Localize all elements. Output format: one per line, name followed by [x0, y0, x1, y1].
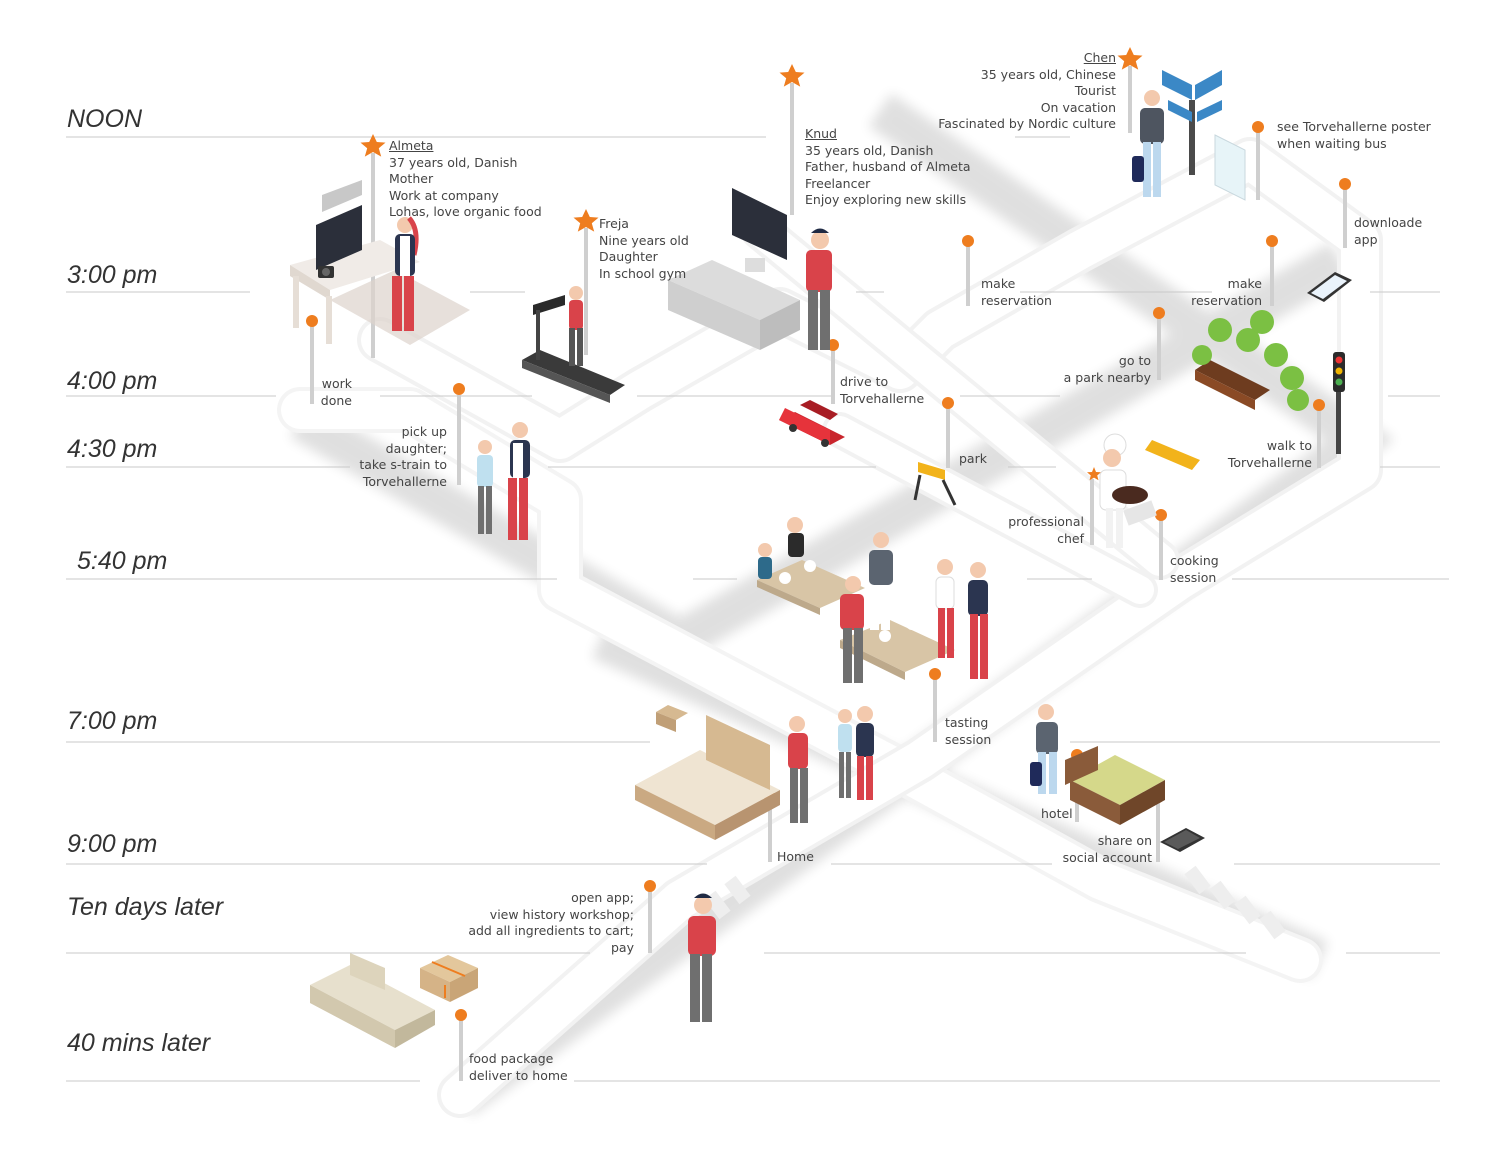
time-9pm: 9:00 pm: [67, 830, 158, 858]
step-drive-to-torvehallerne: drive to Torvehallerne: [840, 374, 925, 406]
step-hotel: hotel: [1041, 806, 1073, 821]
persona-detail: 35 years old, Danish: [805, 142, 934, 158]
step-walk-to-torvehallerne: walk to Torvehallerne: [1227, 438, 1312, 470]
persona-detail: Nine years old: [599, 232, 689, 248]
persona-detail: Father, husband of Almeta: [805, 159, 971, 174]
step-go-to-park: go to a park nearby: [1063, 353, 1151, 385]
park-illustration: [1192, 310, 1309, 411]
step-tasting-session: tasting session: [945, 715, 992, 747]
time-430pm: 4:30 pm: [67, 435, 158, 463]
time-40-mins-later: 40 mins later: [67, 1029, 211, 1057]
time-540pm: 5:40 pm: [77, 547, 168, 575]
persona-stars: [360, 47, 1143, 481]
step-share-social: share on social account: [1062, 833, 1152, 865]
time-ten-days-later: Ten days later: [67, 893, 224, 921]
step-make-reservation-knud: make reservation: [981, 276, 1052, 308]
time-7pm: 7:00 pm: [67, 707, 158, 735]
persona-detail: On vacation: [1040, 99, 1116, 115]
time-4pm: 4:00 pm: [67, 367, 158, 395]
living-room-illustration: [668, 188, 832, 350]
persona-detail: In school gym: [599, 265, 687, 281]
persona-almeta: Almeta 37 years old, Danish Mother Work …: [389, 138, 542, 221]
persona-detail: Daughter: [599, 249, 658, 264]
home-bed-illustration: [635, 705, 874, 840]
persona-detail: Fascinated by Nordic culture: [938, 116, 1116, 131]
crosswalk: [704, 865, 1286, 940]
step-open-app: open app; view history workshop; add all…: [468, 890, 634, 955]
persona-name: Almeta: [389, 138, 434, 153]
persona-chen: Chen 35 years old, Chinese Tourist On va…: [938, 50, 1116, 133]
persona-name: Knud: [805, 126, 837, 141]
persona-detail: Freelancer: [805, 175, 871, 191]
traffic-light-illustration: [1333, 352, 1345, 454]
step-cooking-session: cooking session: [1170, 553, 1219, 585]
time-noon: NOON: [67, 105, 142, 133]
step-food-package: food package deliver to home: [469, 1051, 568, 1083]
mother-daughter-figure: [477, 422, 530, 540]
persona-freja: Freja Nine years old Daughter In school …: [599, 216, 689, 282]
road-network: [277, 137, 1383, 1118]
step-park: park: [959, 451, 987, 466]
time-3pm: 3:00 pm: [67, 261, 158, 289]
star-icon: [779, 64, 805, 87]
persona-detail: Mother: [389, 171, 434, 186]
persona-knud: Knud 35 years old, Danish Father, husban…: [805, 126, 971, 209]
step-professional-chef: professional chef: [1008, 514, 1084, 546]
star-icon: [1087, 467, 1101, 481]
step-download-app: downloade app: [1354, 215, 1423, 247]
treadmill-illustration: [522, 286, 625, 403]
step-pick-up-daughter: pick up daughter; take s-train to Torveh…: [359, 424, 447, 489]
star-icon: [573, 209, 599, 232]
bus-stop-illustration: [1132, 70, 1246, 201]
knud-ordering-figure: [688, 893, 716, 1022]
persona-detail: Tourist: [1074, 83, 1116, 98]
persona-detail: 37 years old, Danish: [389, 154, 518, 170]
step-home: Home: [777, 849, 814, 864]
phone-illustration: [1307, 272, 1352, 302]
persona-name: Freja: [599, 216, 629, 231]
car-illustration: [779, 400, 845, 447]
persona-name: Chen: [1083, 50, 1116, 65]
hotel-illustration: [1030, 704, 1205, 852]
step-work-done: work done: [320, 376, 352, 408]
persona-detail: Lohas, love organic food: [389, 204, 542, 219]
step-make-reservation-chen: make reservation: [1191, 276, 1262, 308]
star-icon: [360, 134, 386, 157]
time-rules: [66, 136, 1449, 1082]
persona-detail: Enjoy exploring new skills: [805, 192, 967, 207]
parking-barrier-illustration: [913, 462, 957, 506]
almeta-figure: [392, 216, 419, 331]
sofa-package-illustration: [310, 953, 478, 1048]
persona-detail: Work at company: [389, 187, 499, 203]
dinner-table-illustration: [757, 517, 988, 683]
persona-detail: 35 years old, Chinese: [980, 66, 1116, 82]
step-see-poster: see Torvehallerne poster when waiting bu…: [1277, 119, 1431, 151]
chef-illustration: [1099, 433, 1200, 548]
star-icon: [1117, 47, 1143, 70]
